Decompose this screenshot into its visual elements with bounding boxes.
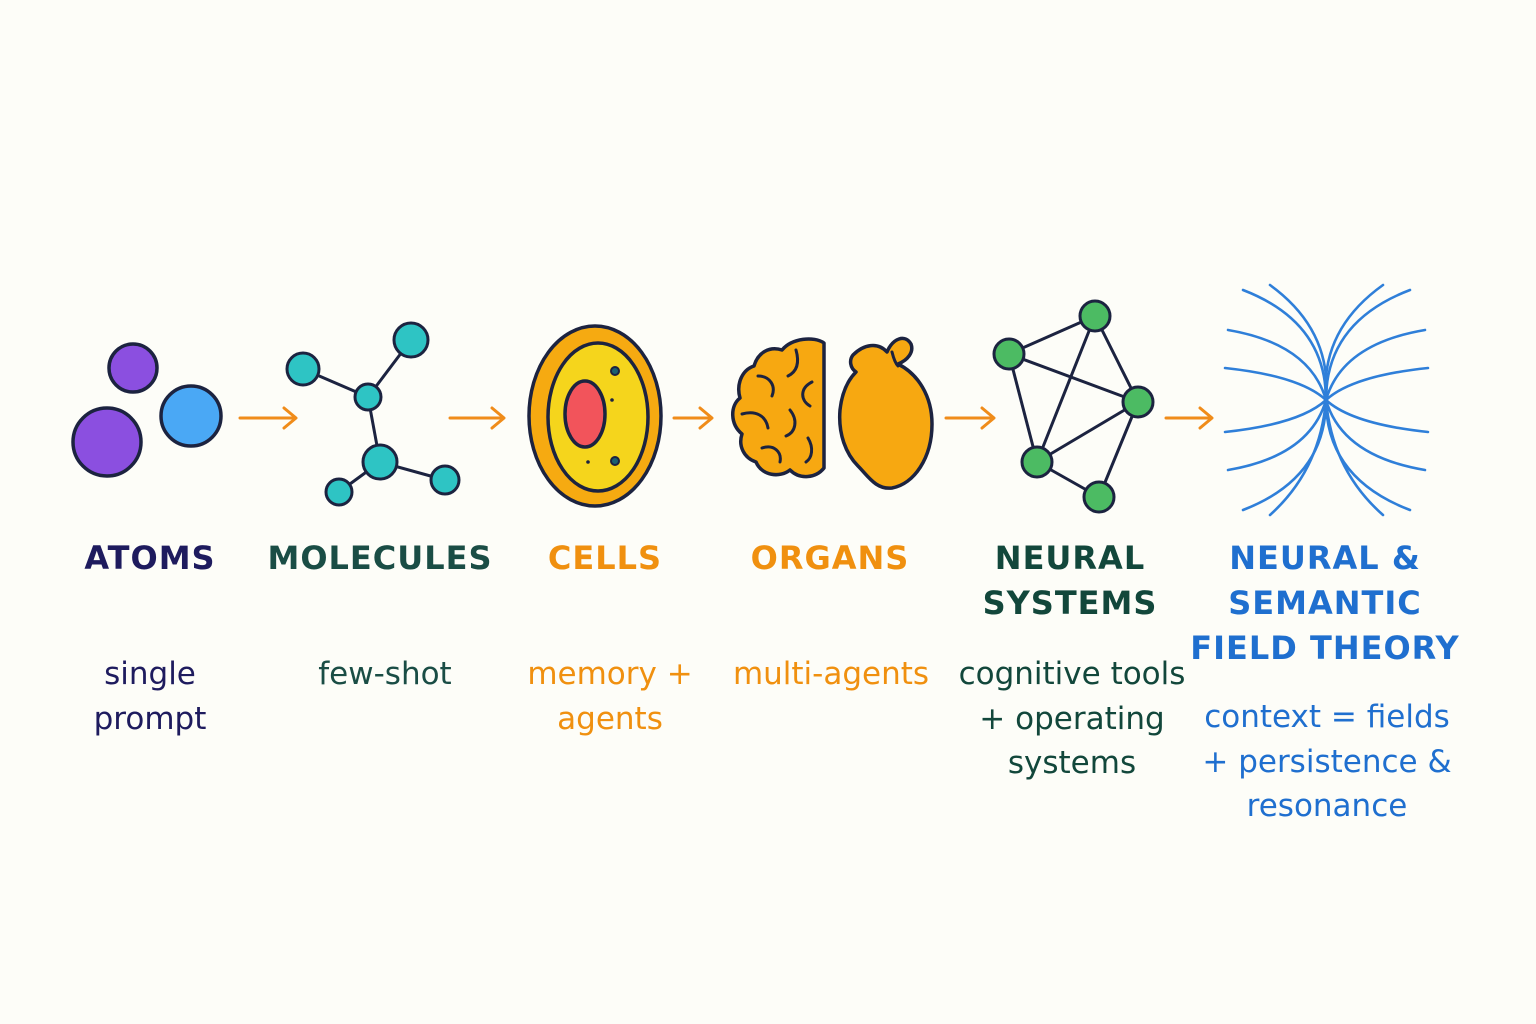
heart-icon	[837, 336, 934, 490]
arrow-icon	[1164, 406, 1214, 430]
stage-description-cells: memory + agents	[527, 656, 693, 737]
arrow-icon	[944, 406, 996, 430]
network-icon	[992, 299, 1155, 514]
stage-title-field-theory: NEURAL & SEMANTIC FIELD THEORY	[1190, 539, 1460, 667]
stage-description-organs: multi-agents	[732, 656, 930, 692]
stage-description-field-theory: context = fields + persistence & resonan…	[1202, 699, 1452, 824]
arrow-icon	[448, 406, 506, 430]
field-lines-icon	[1223, 283, 1430, 517]
arrow-icon	[672, 406, 714, 430]
brain-heart-icon	[731, 336, 934, 490]
stage-title-molecules: MOLECULES	[267, 539, 493, 577]
stage-title-atoms: ATOMS	[84, 539, 216, 577]
molecule-icon	[285, 321, 461, 507]
brain-icon	[731, 337, 826, 479]
stage-description-atoms: single prompt	[93, 656, 207, 737]
cell-icon	[527, 324, 663, 508]
stage-title-cells: CELLS	[547, 539, 663, 577]
atoms-icon	[71, 342, 223, 478]
stage-title-organs: ORGANS	[750, 539, 910, 577]
stage-title-neural-systems: NEURAL SYSTEMS	[982, 539, 1158, 622]
stage-description-molecules: few-shot	[318, 656, 452, 692]
stage-description-neural-systems: cognitive tools + operating systems	[958, 656, 1186, 781]
arrow-icon	[238, 406, 298, 430]
